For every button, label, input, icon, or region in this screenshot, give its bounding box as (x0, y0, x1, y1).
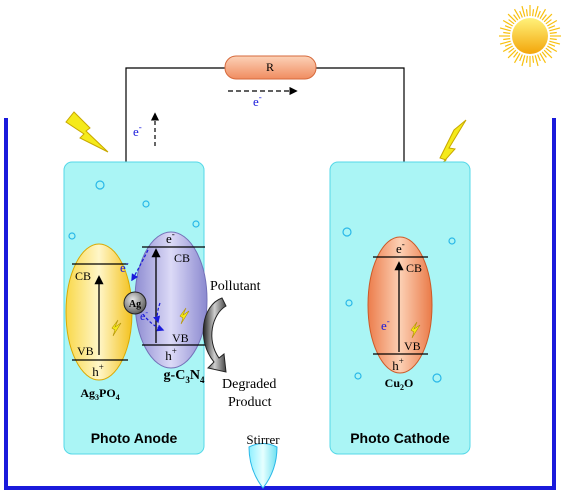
sun-ray (545, 19, 552, 25)
cu2o-label: Cu2O (385, 376, 414, 392)
sun-ray (539, 8, 547, 19)
sun-ray (548, 25, 556, 29)
sun-ray (534, 5, 539, 17)
stirrer: Stirrer (246, 432, 280, 489)
ag-nanoparticle: Ag (123, 291, 147, 315)
sun-ray (499, 27, 511, 32)
sun-ray (543, 49, 553, 59)
pollutant-label: Pollutant (210, 279, 261, 294)
sun-ray (547, 19, 558, 27)
sun-ray (547, 45, 558, 53)
ag3po4-electron: e- (120, 258, 129, 275)
cu2o-electron: e- (396, 239, 405, 256)
degraded-label-line2: Product (228, 395, 272, 410)
photo-anode-label: Photo Anode (91, 430, 178, 446)
bubbles (68, 180, 456, 383)
lightning-bolt-icon (410, 321, 421, 339)
ag-label: Ag (129, 299, 141, 310)
gc3n4-label: g-C3N4 (164, 368, 205, 385)
sun-ray (541, 51, 547, 58)
electron-flow-arrow: e- (228, 86, 298, 109)
wire-electron-label: e- (253, 92, 262, 109)
ag3po4-particle: CB VB h+ (65, 243, 133, 381)
gc3n4-vb-label: VB (172, 331, 189, 345)
sun-icon (499, 5, 561, 67)
sun-ray (521, 55, 526, 67)
sun-ray (508, 19, 515, 25)
sun-ray (504, 25, 512, 29)
sun-ray (502, 19, 513, 27)
ag3po4-label: Ag3PO4 (80, 386, 119, 402)
gc3n4-hole: h+ (165, 346, 177, 363)
degradation-arrow (202, 297, 227, 373)
cu2o-inner-electron: e- (381, 316, 390, 333)
transfer-electron-label: e- (140, 308, 148, 323)
lightning-bolt-icon (65, 111, 109, 153)
beaker (4, 118, 556, 490)
sun-ray (504, 43, 512, 47)
degraded-label-line1: Degraded (222, 377, 276, 392)
sun-ray (525, 55, 528, 63)
sun-ray (513, 53, 521, 64)
sun-ray (502, 45, 513, 53)
anode-electron-label: e- (133, 122, 142, 139)
sun-ray (507, 13, 517, 23)
sun-ray (532, 9, 535, 17)
sun-ray (548, 43, 556, 47)
stirrer-label: Stirrer (246, 432, 280, 447)
sun-ray (549, 38, 557, 41)
sun-ray (541, 14, 547, 21)
lightning-bolt-icon (111, 319, 122, 337)
gc3n4-particle: e- CB VB h+ (134, 229, 208, 369)
sun-ray (549, 40, 561, 45)
sun-ray (503, 38, 511, 41)
sun-ray (513, 14, 519, 21)
sun-ray (549, 31, 557, 34)
sun-ray (499, 40, 511, 45)
sun-ray (543, 13, 553, 23)
cu2o-hole: h+ (392, 356, 404, 373)
sun-ray (508, 47, 515, 53)
sun-ray (513, 8, 521, 19)
sun-ray (539, 53, 547, 64)
charge-transfer-arrows (131, 249, 165, 332)
sun-ray (525, 9, 528, 17)
sun-ray (503, 31, 511, 34)
gc3n4-cb-label: CB (174, 251, 190, 265)
cu2o-particle: e- CB VB h+ e- (367, 236, 433, 374)
gc3n4-electron: e- (166, 229, 175, 246)
sun-ray (549, 27, 561, 32)
external-circuit-wire (125, 67, 405, 165)
sun-ray (519, 54, 523, 62)
resistor-label: R (266, 60, 274, 74)
sun-ray (519, 10, 523, 18)
sun-ray (532, 55, 535, 63)
photo-cathode-label: Photo Cathode (350, 430, 450, 446)
ag3po4-cb-label: CB (75, 269, 91, 283)
ag3po4-hole: h+ (92, 362, 104, 379)
sun-ray (545, 47, 552, 53)
lightning-bolt-icon (179, 307, 190, 325)
anode-electron-arrow: e- (133, 112, 160, 146)
sun-ray (537, 10, 541, 18)
sun-ray (521, 5, 526, 17)
ag3po4-vb-label: VB (77, 344, 94, 358)
sun-ray (534, 55, 539, 67)
resistor: R (224, 55, 317, 80)
cu2o-cb-label: CB (406, 261, 422, 275)
sun-ray (537, 54, 541, 62)
cu2o-vb-label: VB (404, 339, 421, 353)
sun-ray (513, 51, 519, 58)
sun-ray (507, 49, 517, 59)
